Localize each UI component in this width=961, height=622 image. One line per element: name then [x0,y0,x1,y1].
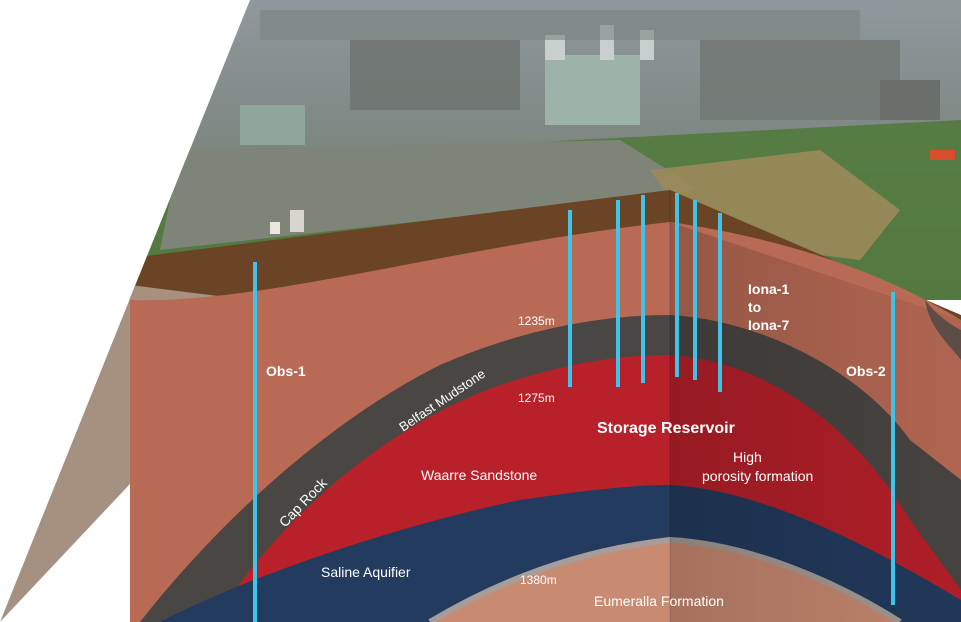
iona-label-line1: Iona-1 [748,281,789,297]
obs1-label: Obs-1 [266,363,306,379]
eumeralla-formation-label: Eumeralla Formation [594,593,724,609]
depth-label-1380: 1380m [520,573,557,587]
iona-label-line3: Iona-7 [748,317,789,333]
storage-reservoir-label: Storage Reservoir [597,420,735,437]
building-icon [545,55,640,125]
well-lines [253,193,895,622]
saline-aquifier-label: Saline Aquifier [321,564,411,580]
depth-label-1275: 1275m [518,391,555,405]
high-porosity-label-line1: High [733,449,762,465]
high-porosity-label-line2: porosity formation [702,468,813,484]
waarre-sandstone-label: Waarre Sandstone [421,467,537,483]
building-icon [240,105,305,145]
iona-label-line2: to [748,299,761,315]
depth-label-1235: 1235m [518,314,555,328]
obs2-label: Obs-2 [846,363,886,379]
